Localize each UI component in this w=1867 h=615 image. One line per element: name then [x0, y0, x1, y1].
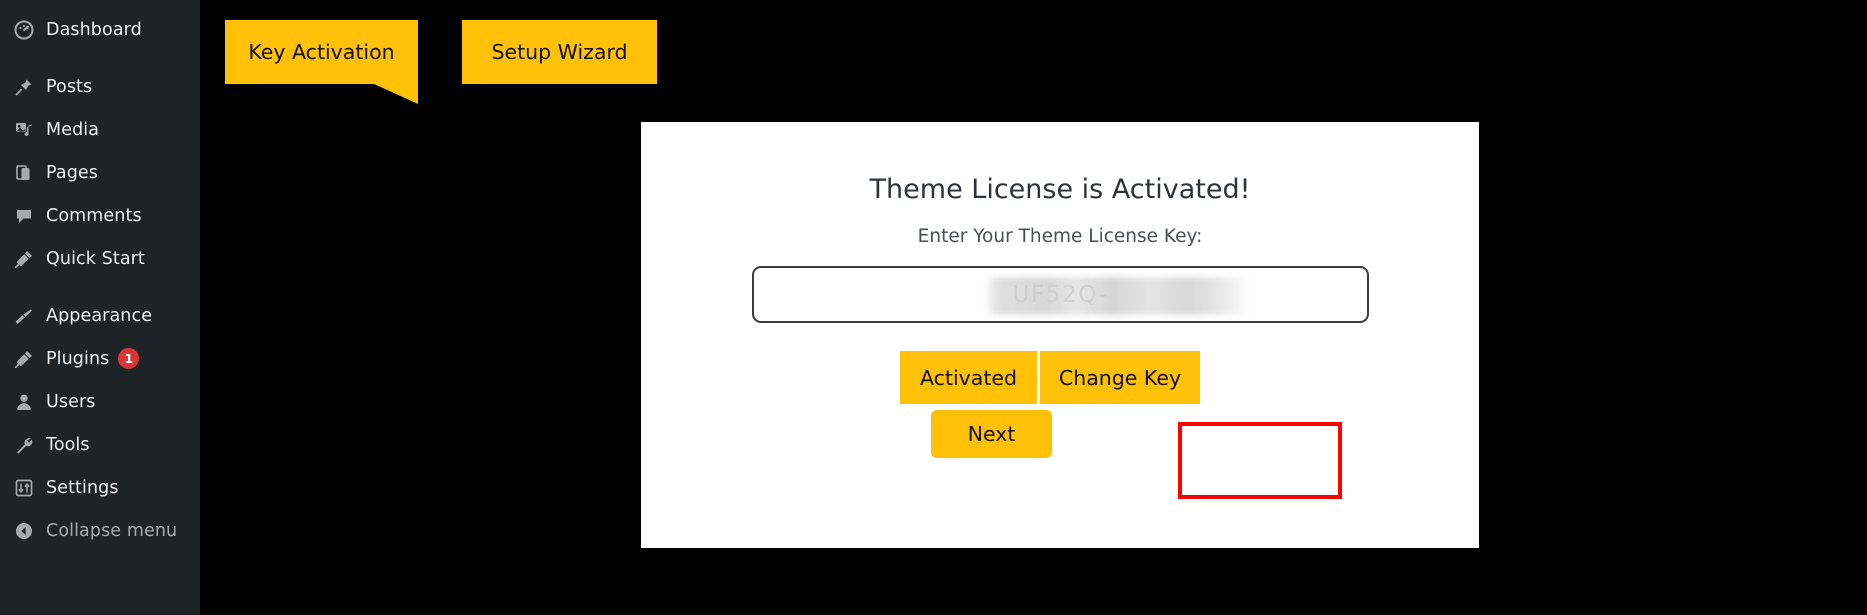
tab-pointer-tail [374, 84, 418, 104]
sidebar-item-media[interactable]: Media [0, 108, 200, 151]
sidebar-item-label: Plugins [46, 348, 110, 369]
sidebar-item-dashboard[interactable]: Dashboard [0, 8, 200, 51]
tab-label: Key Activation [248, 40, 395, 64]
tab-label: Setup Wizard [491, 40, 628, 64]
sidebar-item-label: Posts [46, 76, 93, 97]
card-title: Theme License is Activated! [869, 174, 1251, 205]
plug-icon [11, 246, 37, 272]
comment-icon [11, 203, 37, 229]
sidebar-item-label: Media [46, 119, 100, 140]
sidebar-item-appearance[interactable]: Appearance [0, 294, 200, 337]
sidebar-item-pages[interactable]: Pages [0, 151, 200, 194]
sidebar-item-tools[interactable]: Tools [0, 423, 200, 466]
sidebar-item-label: Pages [46, 162, 98, 183]
sidebar-item-label: Appearance [46, 305, 153, 326]
sidebar-item-plugins[interactable]: Plugins 1 [0, 337, 200, 380]
wrench-icon [11, 432, 37, 458]
collapse-arrow-icon [11, 518, 37, 544]
sidebar-item-users[interactable]: Users [0, 380, 200, 423]
next-button[interactable]: Next [931, 410, 1052, 458]
sidebar-item-quick-start[interactable]: Quick Start [0, 237, 200, 280]
license-key-label: Enter Your Theme License Key: [917, 226, 1203, 247]
user-icon [11, 389, 37, 415]
sidebar-item-label: Quick Start [46, 248, 145, 269]
sidebar-item-settings[interactable]: Settings [0, 466, 200, 509]
license-key-input[interactable]: UF52Q- [752, 266, 1369, 323]
brush-icon [11, 303, 37, 329]
sidebar-item-label: Tools [46, 434, 90, 455]
media-icon [11, 117, 37, 143]
pages-icon [11, 160, 37, 186]
dashboard-icon [11, 17, 37, 43]
sidebar-item-label: Users [46, 391, 96, 412]
tab-key-activation[interactable]: Key Activation [225, 20, 418, 104]
settings-icon [11, 475, 37, 501]
sidebar-item-posts[interactable]: Posts [0, 65, 200, 108]
tab-setup-wizard[interactable]: Setup Wizard [462, 20, 657, 84]
admin-sidebar: Dashboard Posts Media Pages Comments Qui… [0, 0, 200, 615]
sidebar-item-label: Settings [46, 477, 119, 498]
license-key-value: UF52Q- [1012, 281, 1109, 308]
sidebar-item-label: Dashboard [46, 19, 142, 40]
main-content-area: Key Activation Setup Wizard Theme Licens… [200, 0, 1867, 615]
sidebar-item-comments[interactable]: Comments [0, 194, 200, 237]
sidebar-item-collapse-menu[interactable]: Collapse menu [0, 509, 200, 552]
activated-button[interactable]: Activated [900, 351, 1037, 404]
sidebar-item-label: Comments [46, 205, 142, 226]
plug-icon [11, 346, 37, 372]
sidebar-item-label: Collapse menu [46, 520, 178, 541]
pin-icon [11, 74, 37, 100]
license-activation-card: Theme License is Activated! Enter Your T… [641, 122, 1479, 548]
plugins-update-badge: 1 [118, 348, 140, 369]
change-key-button[interactable]: Change Key [1040, 351, 1200, 404]
